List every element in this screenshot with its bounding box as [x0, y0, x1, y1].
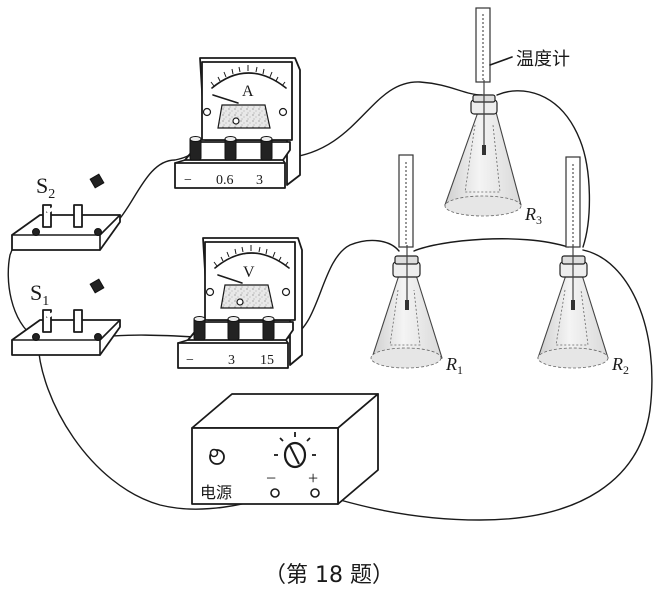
power-plus-terminal-icon[interactable]: [310, 488, 320, 498]
power-switch-icon[interactable]: [209, 448, 225, 465]
figure-caption: （第 18 题）: [264, 563, 394, 588]
switch-s1[interactable]: S1: [11, 278, 121, 356]
terminal-icon: [94, 228, 102, 236]
voltmeter-needle: [217, 274, 243, 284]
switch-s2[interactable]: S2: [11, 173, 121, 251]
thermometer-label: 温度计: [516, 49, 570, 70]
voltmeter-window: [220, 284, 274, 309]
power-supply-label: 电源: [200, 483, 232, 502]
ammeter-needle: [212, 94, 239, 104]
ammeter[interactable]: A − 0.6 3: [174, 57, 301, 189]
flask-r3[interactable]: R3 温度计: [444, 7, 570, 227]
switch-handle-icon: [89, 278, 105, 294]
ammeter-window: [217, 104, 271, 129]
terminal-icon: [32, 228, 40, 236]
power-supply[interactable]: 电源 − +: [191, 393, 379, 505]
r3-label: R3: [524, 204, 542, 227]
ammeter-terminal-3: 3: [256, 173, 263, 188]
voltmeter-terminals: [193, 316, 275, 341]
power-minus-label: −: [266, 468, 276, 488]
wire-r3-r2: [496, 90, 591, 248]
voltmeter-terminal-15: 15: [260, 353, 274, 368]
wire-ammeter-r3: [286, 81, 483, 159]
switch-post-right: [73, 204, 83, 228]
switch-post-left: [42, 309, 52, 333]
switch-post-left: [42, 204, 52, 228]
ammeter-symbol: A: [242, 83, 254, 100]
ammeter-terminal-0.6: 0.6: [216, 173, 234, 188]
ammeter-scale: [211, 72, 287, 89]
wire-r1-r2: [413, 238, 569, 252]
voltmeter-terminal-minus: −: [186, 353, 194, 368]
ammeter-terminals: [189, 136, 273, 161]
voltmeter-scale: [214, 252, 290, 269]
switch-handle-icon: [89, 173, 105, 189]
flask-r1[interactable]: R1: [370, 154, 463, 377]
power-plus-label: +: [308, 468, 318, 488]
switch-s1-label: S1: [30, 280, 49, 309]
terminal-icon: [94, 333, 102, 341]
r2-label: R2: [611, 354, 629, 377]
voltage-knob-icon[interactable]: [274, 432, 316, 469]
voltmeter-terminal-3: 3: [228, 353, 235, 368]
switch-s2-label: S2: [36, 173, 55, 202]
voltmeter-symbol: V: [243, 264, 255, 281]
wires: [7, 81, 653, 521]
switch-post-right: [73, 309, 83, 333]
ammeter-terminal-minus: −: [184, 173, 192, 188]
thermometer-icon: [398, 154, 414, 248]
ammeter-ticks: [210, 65, 286, 87]
r1-label: R1: [445, 354, 463, 377]
wire-r2-power-plus: [315, 249, 653, 521]
thermometer-pointer: [489, 56, 513, 66]
power-minus-terminal-icon[interactable]: [270, 488, 280, 498]
thermometer-icon: [475, 7, 491, 83]
voltmeter-ticks: [213, 245, 289, 267]
voltmeter[interactable]: V − 3 15: [177, 237, 303, 369]
wire-voltmeter-r1: [287, 239, 400, 339]
flask-r2[interactable]: R2: [537, 156, 629, 377]
terminal-icon: [32, 333, 40, 341]
